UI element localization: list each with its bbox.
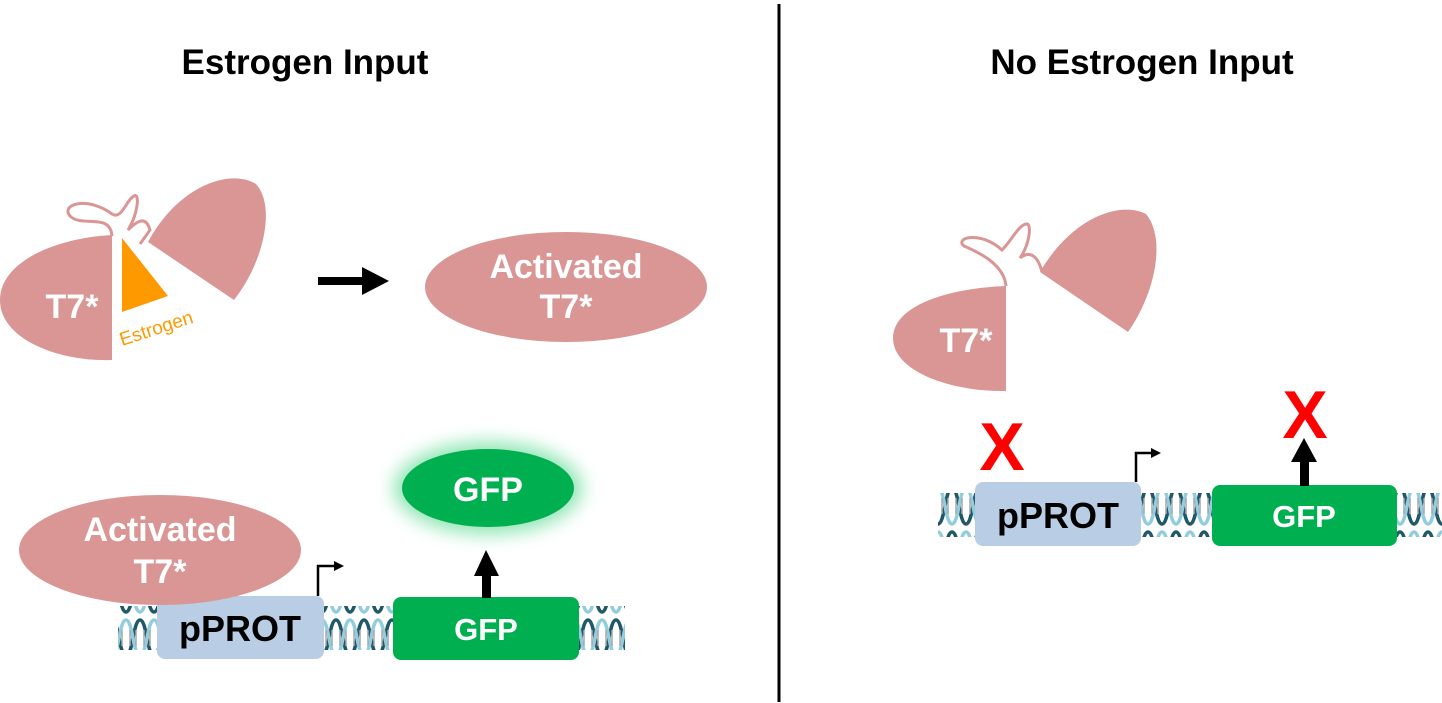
activated-t7-bound-ellipse (19, 495, 301, 605)
inactive-t7-estrogen-bound: T7* Estrogen (0, 178, 266, 361)
right-panel-title: No Estrogen Input (990, 43, 1294, 82)
t7-upper-domain (148, 178, 266, 300)
promoter-right: pPROT (975, 482, 1141, 546)
t7-upper-domain-right (1040, 209, 1157, 332)
activated-t7-top: Activated T7* (425, 232, 707, 342)
t7-lower-domain (0, 235, 112, 361)
transcription-start-arrow-left (316, 564, 336, 596)
promoter-left: pPROT (157, 596, 324, 659)
activation-arrow (318, 267, 389, 295)
activated-t7-bound: Activated T7* (19, 495, 301, 605)
t7-label: T7* (46, 288, 100, 326)
estrogen-label: Estrogen (117, 307, 196, 350)
t7-linker-loop (66, 194, 152, 245)
promoter-label: pPROT (179, 608, 301, 649)
promoter-box (157, 596, 324, 659)
gfp-gene-left: GFP (393, 597, 579, 660)
expression-arrow-right (1291, 438, 1317, 486)
promoter-box-right (975, 482, 1141, 546)
gfp-protein-ellipse (402, 449, 574, 527)
activated-t7-line2: T7* (540, 288, 594, 326)
gfp-gene-box (393, 597, 579, 660)
expression-arrow-left (474, 550, 499, 598)
inactive-t7-no-estrogen: T7* (893, 209, 1157, 392)
gfp-gene-right: GFP (1212, 485, 1397, 546)
t7-linker-loop-right (960, 222, 1044, 287)
gfp-protein: GFP (394, 442, 582, 534)
activated-t7-line1: Activated (489, 248, 642, 286)
transcription-start-arrow-right (1134, 451, 1153, 482)
gfp-gene-label-right: GFP (1272, 499, 1336, 534)
blocked-mark-gfp: X (1282, 377, 1327, 453)
promoter-label-right: pPROT (997, 495, 1119, 536)
left-panel-title: Estrogen Input (182, 43, 429, 82)
gfp-gene-box-right (1212, 485, 1397, 546)
blocked-mark-promoter: X (979, 409, 1024, 485)
activated-t7-bound-line1: Activated (83, 511, 236, 549)
gfp-protein-label: GFP (453, 471, 523, 509)
activated-t7-bound-line2: T7* (134, 553, 188, 591)
estrogen-triangle (122, 238, 168, 312)
gfp-gene-label: GFP (454, 612, 518, 647)
t7-label-right: T7* (940, 322, 994, 360)
activated-t7-ellipse (425, 232, 707, 342)
t7-lower-domain-right (893, 286, 1006, 392)
